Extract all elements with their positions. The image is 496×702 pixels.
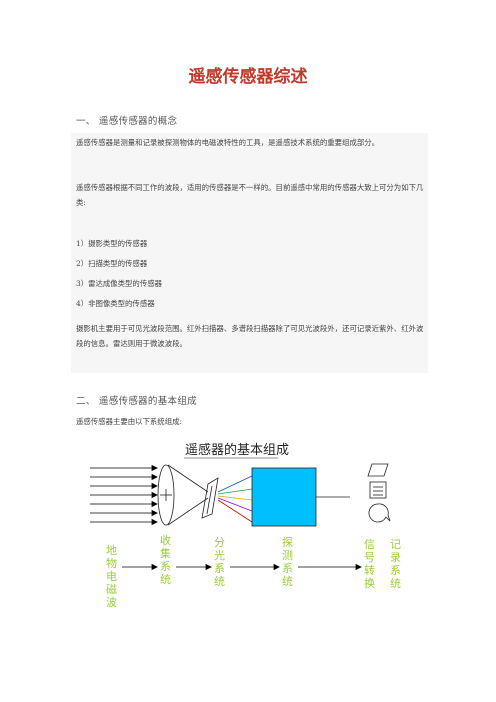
dispersed-beams — [217, 475, 253, 523]
svg-text:信: 信 — [364, 538, 375, 551]
svg-text:测: 测 — [282, 549, 293, 562]
list-item: 2）扫描类型的传感器 — [76, 259, 148, 268]
card-icon — [367, 463, 389, 477]
svg-text:磁: 磁 — [106, 583, 117, 596]
prism-icon — [201, 477, 219, 519]
svg-text:记: 记 — [390, 538, 401, 551]
svg-text:统: 统 — [214, 575, 225, 588]
svg-text:系: 系 — [160, 560, 171, 573]
list-item: 1）摄影类型的传感器 — [76, 239, 148, 248]
section-2-intro: 遥感传感器主要由以下系统组成: — [76, 417, 182, 426]
incoming-radiation-arrows — [90, 464, 158, 526]
collection-lens-icon — [157, 464, 209, 526]
svg-text:换: 换 — [364, 576, 375, 590]
sensor-composition-diagram: 遥感器的基本组成 — [90, 442, 401, 609]
svg-text:收: 收 — [160, 533, 171, 547]
list-item: 4）非图像类型的传感器 — [76, 299, 155, 308]
section-1-paragraph-1: 遥感传感器是测量和记录被探测物体的电磁波特性的工具，是遥感技术系统的重要组成部分… — [76, 138, 380, 147]
svg-text:光: 光 — [214, 548, 225, 562]
svg-text:波: 波 — [106, 596, 117, 609]
svg-text:统: 统 — [282, 575, 293, 588]
svg-text:录: 录 — [390, 551, 401, 564]
svg-text:系: 系 — [214, 562, 225, 575]
section-2-heading: 二、 遥感传感器的基本组成 — [76, 396, 197, 407]
svg-text:转: 转 — [364, 563, 375, 577]
section-1-paragraph-3: 摄影机主要用于可见光波段范围。红外扫描器、多谱段扫描器除了可见光波段外，还可记录… — [76, 324, 424, 348]
flow-arrows — [122, 563, 362, 571]
detector-block — [251, 467, 317, 527]
svg-text:电: 电 — [106, 570, 117, 583]
document-icon — [369, 481, 387, 499]
list-item: 3）雷达成像类型的传感器 — [76, 279, 163, 288]
section-1-heading: 一、 遥感传感器的概念 — [76, 116, 178, 127]
svg-text:集: 集 — [160, 546, 171, 560]
svg-text:系: 系 — [390, 564, 401, 577]
svg-text:物: 物 — [106, 556, 117, 570]
svg-text:系: 系 — [282, 562, 293, 575]
record-icons — [367, 463, 391, 523]
diagram-title: 遥感器的基本组成 — [185, 442, 289, 458]
svg-text:分: 分 — [214, 536, 225, 549]
svg-text:统: 统 — [160, 573, 171, 586]
page-title: 遥感传感器综述 — [188, 67, 308, 87]
shaded-block — [71, 133, 428, 373]
svg-text:探: 探 — [282, 536, 293, 549]
svg-text:统: 统 — [390, 577, 401, 590]
svg-text:号: 号 — [364, 551, 375, 564]
disk-icon — [368, 503, 391, 523]
svg-text:地: 地 — [106, 544, 117, 557]
section-1-paragraph-2: 遥感传感器根据不同工作的波段，适用的传感器是不一样的。目前遥感中常用的传感器大致… — [76, 183, 424, 207]
